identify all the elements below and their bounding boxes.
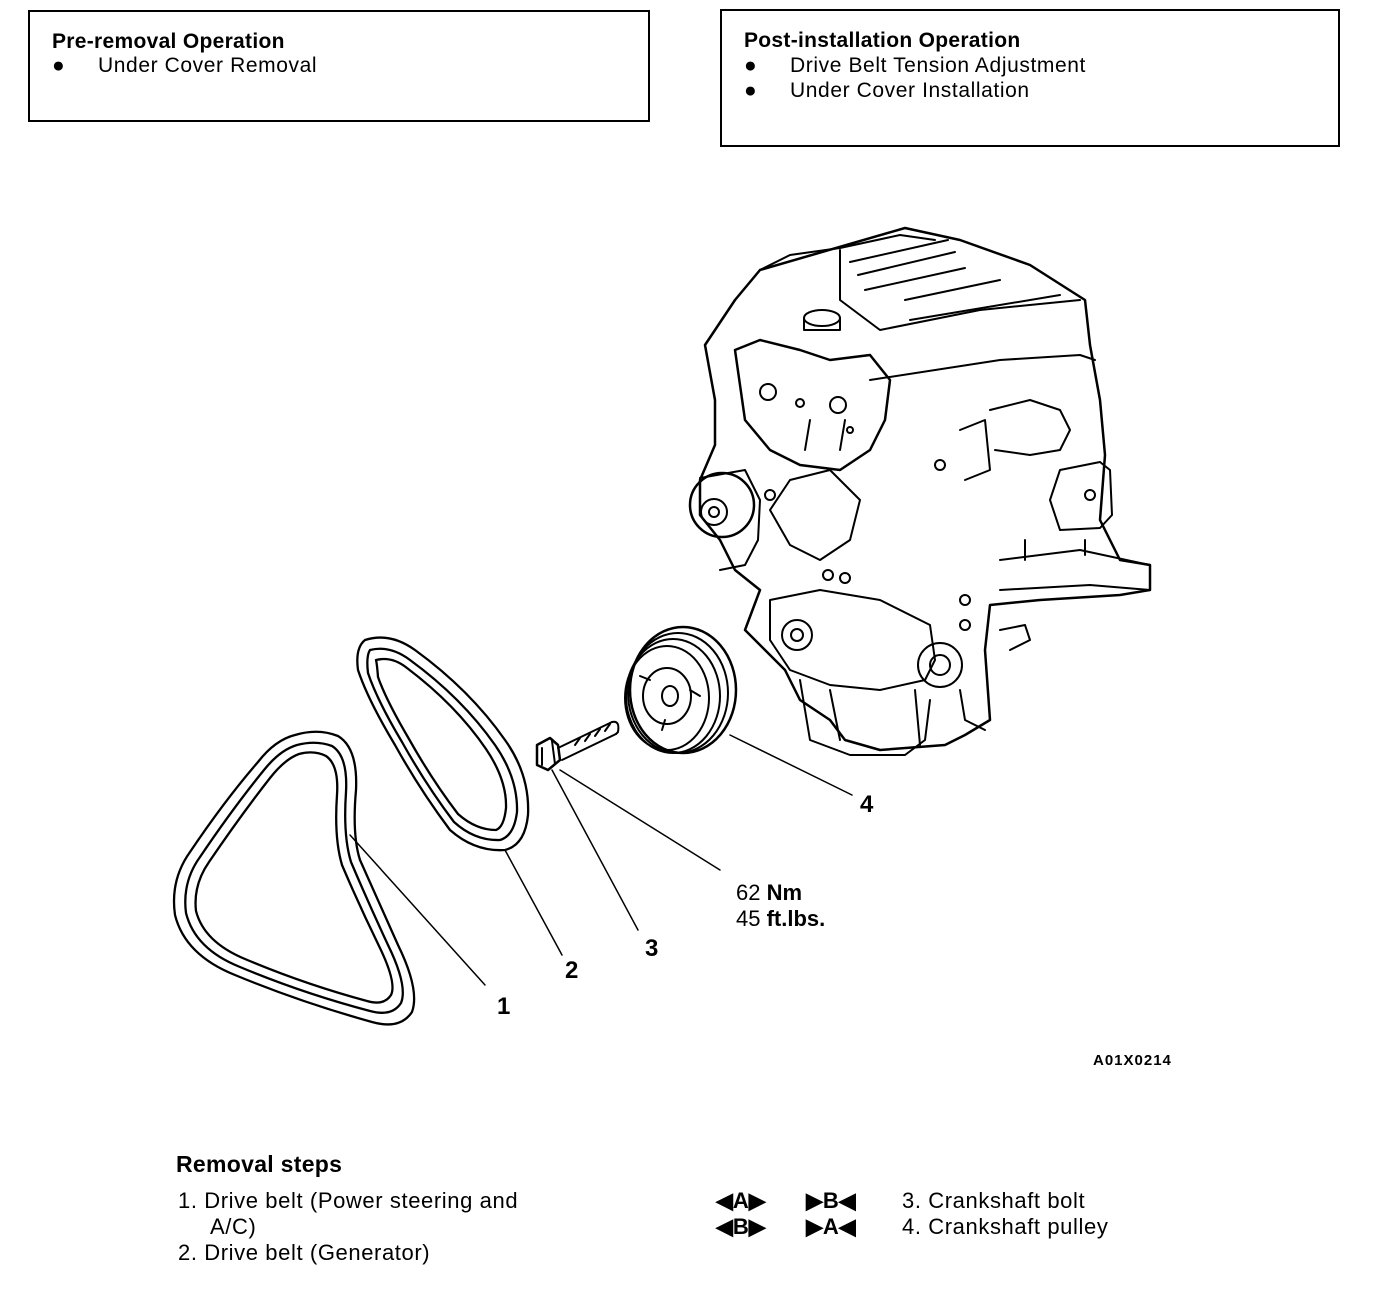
leader-lines [349,734,853,986]
removal-step-1-continued: A/C) [210,1214,257,1239]
post-installation-item-label: Under Cover Installation [790,79,1030,102]
pre-removal-title: Pre-removal Operation [52,30,285,53]
part-1-drive-belt-ps-ac [172,730,416,1026]
torque-nm-unit: Nm [766,880,803,905]
callout-2: 2 [565,957,579,984]
removal-steps-title: Removal steps [176,1151,343,1177]
post-installation-box: Post-installation Operation ● Drive Belt … [720,9,1340,147]
torque-ft-value: 45 [736,906,761,931]
torque-spec: 62 Nm 45 ft.lbs. [736,880,825,932]
callout-4: 4 [860,791,874,818]
pre-removal-item: ● Under Cover Removal [52,54,317,78]
pre-removal-box: Pre-removal Operation ● Under Cover Remov… [28,10,650,122]
callout-3: 3 [645,935,659,962]
removal-mark-icon: ◀A▶ [716,1188,766,1213]
torque-nm-value: 62 [736,880,761,905]
figure-code: A01X0214 [1093,1052,1172,1069]
installation-mark-icon: ▶A◀ [806,1214,856,1239]
part-4-crankshaft-pulley [624,625,738,755]
post-installation-item: ● Drive Belt Tension Adjustment [744,54,1086,78]
engine-illustration [688,226,1152,756]
removal-step-3: 3. Crankshaft bolt [902,1188,1086,1213]
callout-1: 1 [497,993,511,1020]
post-installation-item-label: Drive Belt Tension Adjustment [790,54,1086,77]
bullet-icon: ● [744,54,758,77]
torque-ft-unit: ft.lbs. [766,906,826,931]
post-installation-item: ● Under Cover Installation [744,79,1030,103]
bullet-icon: ● [744,79,758,102]
removal-step-4: 4. Crankshaft pulley [902,1214,1109,1239]
part-3-crankshaft-bolt [535,720,620,772]
bullet-icon: ● [52,54,66,77]
removal-step-2: 2. Drive belt (Generator) [178,1240,431,1265]
removal-mark-icon: ◀B▶ [716,1214,766,1239]
removal-step-1: 1. Drive belt (Power steering and [178,1188,519,1213]
post-installation-title: Post-installation Operation [744,29,1021,52]
pre-removal-item-label: Under Cover Removal [98,54,318,77]
part-2-drive-belt-generator [356,636,530,852]
installation-mark-icon: ▶B◀ [806,1188,856,1213]
